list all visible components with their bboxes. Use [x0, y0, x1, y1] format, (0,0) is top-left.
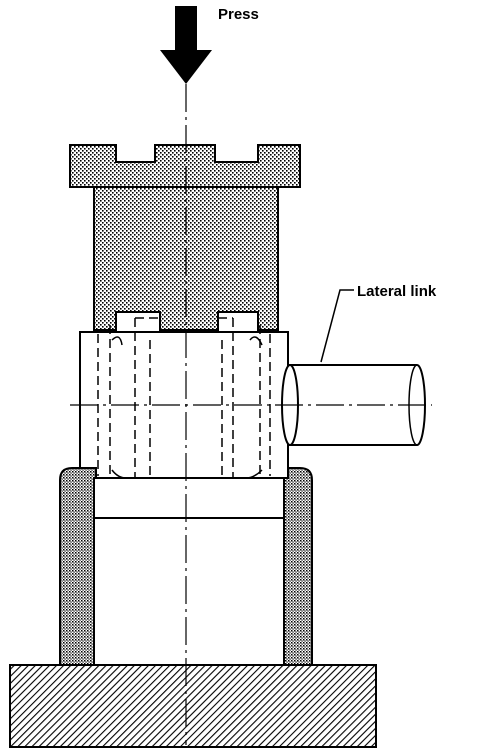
lateral-link-label: Lateral link: [357, 283, 437, 300]
press-arrow-icon: [160, 6, 212, 84]
support-cup-inner: [93, 477, 285, 519]
support-cup-cavity: [93, 517, 285, 666]
press-label: Press: [218, 6, 259, 23]
ground-base: [9, 664, 377, 748]
press-tool-head: [69, 144, 301, 194]
lateral-link-leader: [320, 289, 354, 363]
